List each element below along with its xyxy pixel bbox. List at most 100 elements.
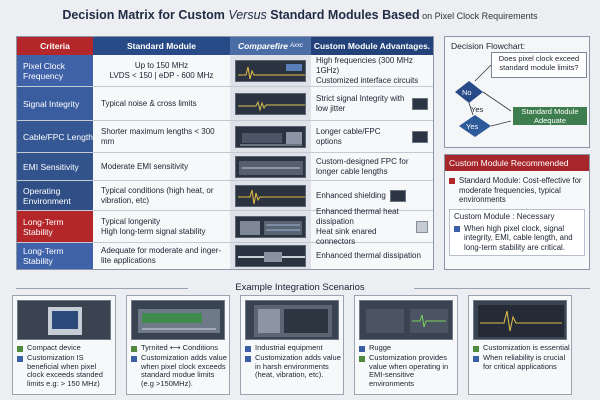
- scenario-description-text: Customization provides value when operat…: [369, 353, 449, 388]
- arrow-line: [474, 64, 492, 82]
- bullet-square-icon: [131, 356, 137, 362]
- comparison-cell: [230, 55, 311, 86]
- custom-text: High frequencies (300 MHz 1GHz) Customiz…: [316, 55, 419, 85]
- scenario-label: Compact device: [17, 343, 115, 353]
- standard-cell: Moderate EMI sensitivity: [101, 161, 189, 171]
- scenario-graphic: [138, 309, 220, 333]
- custom-text: Strict signal Integrity with low jitter: [316, 93, 405, 113]
- scenario-label: Industrial equipment: [245, 343, 343, 353]
- custom-cell: Enhanced thermal dissipation: [311, 243, 433, 269]
- scenario-label-text: Rugge: [369, 343, 392, 352]
- bullet-square-icon: [131, 346, 137, 352]
- header-standard: Standard Module: [93, 37, 230, 55]
- scenario-graphic: [254, 305, 332, 337]
- bullet-square-icon: [473, 346, 479, 352]
- decision-flowchart: Decision Flowchart: Does pixel clock exc…: [444, 36, 590, 148]
- scenario-label-text: Tyrnited ⟷ Conditions: [141, 343, 219, 352]
- standard-cell: Up to 150 MHz LVDS < 150 | eDP - 600 MHz: [109, 60, 214, 80]
- flowchart-title: Decision Flowchart:: [451, 41, 526, 51]
- custom-text: Custom-designed FPC for longer cable len…: [316, 156, 409, 176]
- recommendation-header: Custom Module Recommended: [445, 155, 589, 171]
- matrix-row: Pixel Clock Frequency Up to 150 MHz LVDS …: [17, 55, 433, 87]
- comparison-thumbnail: [235, 245, 306, 267]
- device-thumbnail-icon: [412, 130, 428, 143]
- scenario-label: Tyrnited ⟷ Conditions: [131, 343, 229, 353]
- matrix-row: EMI Sensitivity Moderate EMI sensitivity C…: [17, 153, 433, 181]
- flowchart-yes-label: Yes: [471, 105, 484, 114]
- recommendation-text: When high pixel clock, signal integrity,…: [464, 223, 573, 252]
- comparison-thumbnail: [235, 125, 306, 148]
- waveform-graphic: [238, 63, 305, 79]
- waveform-graphic: [238, 189, 305, 204]
- flowchart-question: Does pixel clock exceed standard module …: [491, 52, 587, 78]
- criteria-cell: EMI Sensitivity: [17, 153, 93, 180]
- standard-cell: Typical longenity High long-term signal …: [101, 216, 206, 236]
- custom-text: Longer cable/FPC options: [316, 126, 381, 146]
- scenario-label: Customization is essential: [473, 343, 571, 353]
- header-compare-label: Comparefire: [237, 41, 289, 51]
- scenario-description-text: Customization adds value when pixel cloc…: [141, 353, 227, 388]
- scenario-label-text: Customization is essential: [483, 343, 570, 352]
- scenario-description-text: Customization adds value in harsh enviro…: [255, 353, 341, 380]
- divider: [414, 288, 590, 289]
- custom-cell: High frequencies (300 MHz 1GHz) Customiz…: [311, 55, 433, 86]
- arrow-line: [468, 102, 474, 116]
- waveform-graphic: [239, 160, 303, 175]
- device-thumbnail-icon: [412, 97, 428, 110]
- scenario-label-text: Compact device: [27, 343, 81, 352]
- custom-cell: Longer cable/FPC options: [311, 121, 433, 152]
- page-title: Decision Matrix for Custom Versus Standa…: [0, 8, 600, 22]
- recommendation-item: Standard Module: Cost-effective for mode…: [445, 176, 589, 205]
- divider: [16, 288, 188, 289]
- waveform-graphic: [238, 100, 305, 112]
- title-part: Standard Modules Based: [266, 8, 420, 22]
- comparison-thumbnail: [235, 92, 306, 115]
- scenario-graphic: [366, 309, 448, 333]
- flowchart-result: Standard Module Adequate: [513, 107, 587, 125]
- criteria-cell: Cable/FPC Length: [17, 121, 93, 152]
- comparison-cell: [230, 87, 311, 120]
- custom-text: Enhanced thermal dissipation: [316, 251, 421, 260]
- bullet-square-icon: [17, 346, 23, 352]
- bullet-square-icon: [17, 356, 23, 362]
- waveform-graphic: [238, 252, 305, 262]
- bullet-square-icon: [454, 225, 460, 232]
- standard-cell: Typical noise & cross limits: [101, 98, 197, 108]
- comparison-thumbnail: [235, 155, 306, 178]
- bullet-square-icon: [449, 178, 455, 184]
- scenario-graphic: [48, 307, 82, 335]
- waveform-graphic: [240, 220, 302, 235]
- comparison-cell: [230, 243, 311, 269]
- custom-cell: Strict signal Integrity with low jitter: [311, 87, 433, 120]
- bullet-square-icon: [245, 356, 251, 362]
- header-custom: Custom Module Advantages.: [311, 37, 433, 55]
- scenario-description: When reliability is crucial for critical…: [473, 353, 571, 371]
- comparison-cell: [230, 211, 311, 242]
- bullet-square-icon: [245, 346, 251, 352]
- flowchart-graphic: [455, 64, 512, 137]
- scenario-image: [473, 300, 567, 340]
- waveform-graphic: [240, 131, 302, 145]
- criteria-cell: Pixel Clock Frequency: [17, 55, 93, 86]
- bullet-square-icon: [359, 346, 365, 352]
- arrow-line: [490, 120, 512, 127]
- scenario-image: [17, 300, 111, 340]
- comparison-thumbnail: [235, 59, 306, 82]
- scenario-label-text: Industrial equipment: [255, 343, 323, 352]
- bullet-square-icon: [473, 356, 479, 362]
- custom-cell: Custom-designed FPC for longer cable len…: [311, 153, 433, 180]
- custom-cell: Enhanced thermal heat dissipation Heat s…: [311, 207, 433, 246]
- header-criteria: Criteria: [17, 37, 93, 55]
- scenario-image: [131, 300, 225, 340]
